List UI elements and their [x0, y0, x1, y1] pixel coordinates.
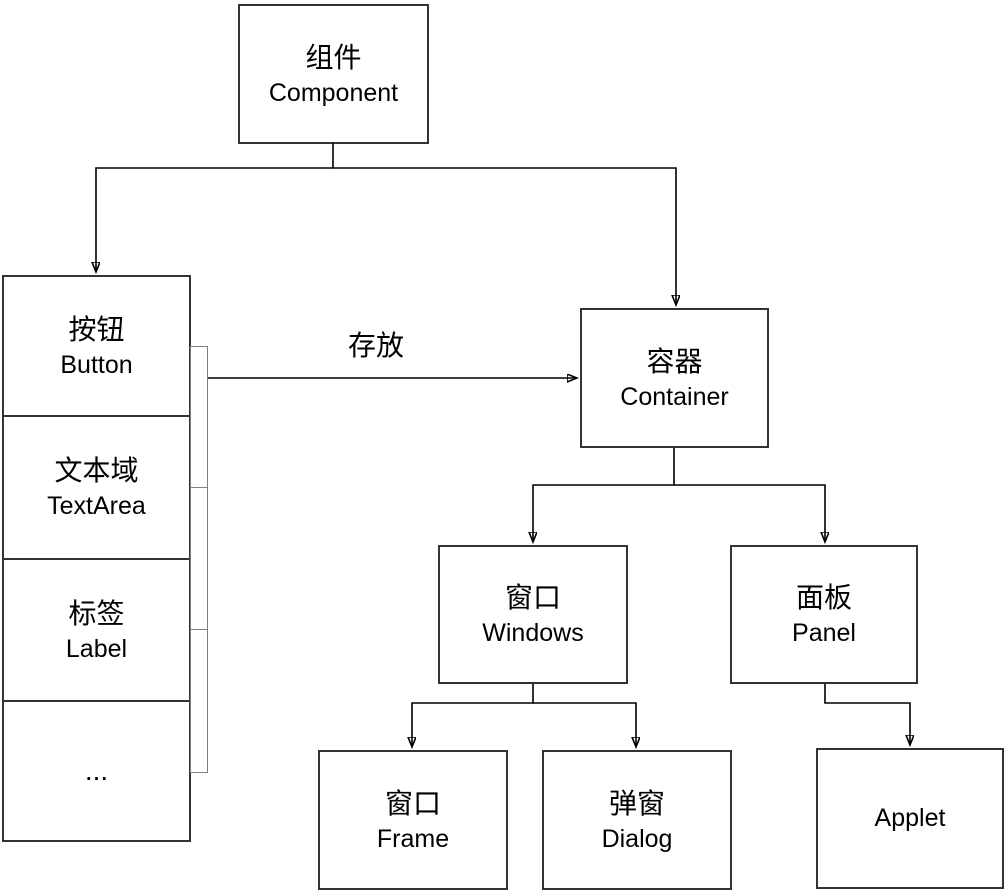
edge-component-to-buttons — [96, 143, 334, 271]
node-applet-label-en: Applet — [874, 804, 946, 833]
node-ellipsis-label: ... — [84, 755, 109, 787]
edge-container-to-windows — [533, 448, 675, 541]
node-label-label-zh: 标签 — [68, 597, 125, 629]
node-ellipsis: ... — [4, 700, 189, 840]
node-frame-label-en: Frame — [376, 824, 450, 853]
node-container-label-zh: 容器 — [646, 345, 703, 377]
node-label: 标签 Label — [4, 558, 189, 700]
node-windows-label-en: Windows — [482, 619, 584, 648]
node-applet: Applet — [816, 748, 1004, 889]
bracket-segment — [191, 629, 207, 772]
bracket-segment — [191, 347, 207, 487]
edge-windows-to-dialog — [533, 702, 636, 746]
node-button-label-zh: 按钮 — [68, 313, 125, 345]
node-panel: 面板 Panel — [730, 545, 918, 684]
node-dialog-label-zh: 弹窗 — [608, 787, 665, 819]
node-textarea: 文本域 TextArea — [4, 415, 189, 558]
node-dialog-label-en: Dialog — [601, 824, 673, 853]
edge-panel-to-applet — [824, 684, 910, 744]
node-button-label-en: Button — [60, 350, 133, 379]
stack-grouping-bracket — [190, 346, 208, 773]
node-component: 组件 Component — [238, 4, 429, 144]
node-group-basic-components: 按钮 Button 文本域 TextArea 标签 Label ... — [2, 275, 191, 842]
node-dialog: 弹窗 Dialog — [542, 750, 732, 890]
edge-component-to-container — [333, 167, 676, 304]
node-component-label-en: Component — [268, 78, 399, 107]
edge-windows-to-frame — [412, 684, 534, 746]
node-panel-label-zh: 面板 — [795, 582, 852, 614]
node-component-label-zh: 组件 — [305, 41, 362, 73]
node-container: 容器 Container — [580, 308, 769, 448]
edge-label-contains: 存放 — [328, 324, 424, 364]
node-button: 按钮 Button — [4, 277, 189, 415]
node-label-label-en: Label — [65, 634, 128, 663]
node-windows-label-zh: 窗口 — [504, 582, 561, 614]
edge-container-to-panel — [674, 484, 825, 541]
node-windows: 窗口 Windows — [438, 545, 628, 684]
node-container-label-en: Container — [620, 382, 729, 411]
bracket-segment — [191, 487, 207, 629]
node-frame: 窗口 Frame — [318, 750, 508, 890]
node-textarea-label-zh: 文本域 — [54, 455, 139, 487]
node-frame-label-zh: 窗口 — [384, 787, 441, 819]
node-textarea-label-en: TextArea — [47, 492, 146, 521]
node-panel-label-en: Panel — [792, 619, 856, 648]
